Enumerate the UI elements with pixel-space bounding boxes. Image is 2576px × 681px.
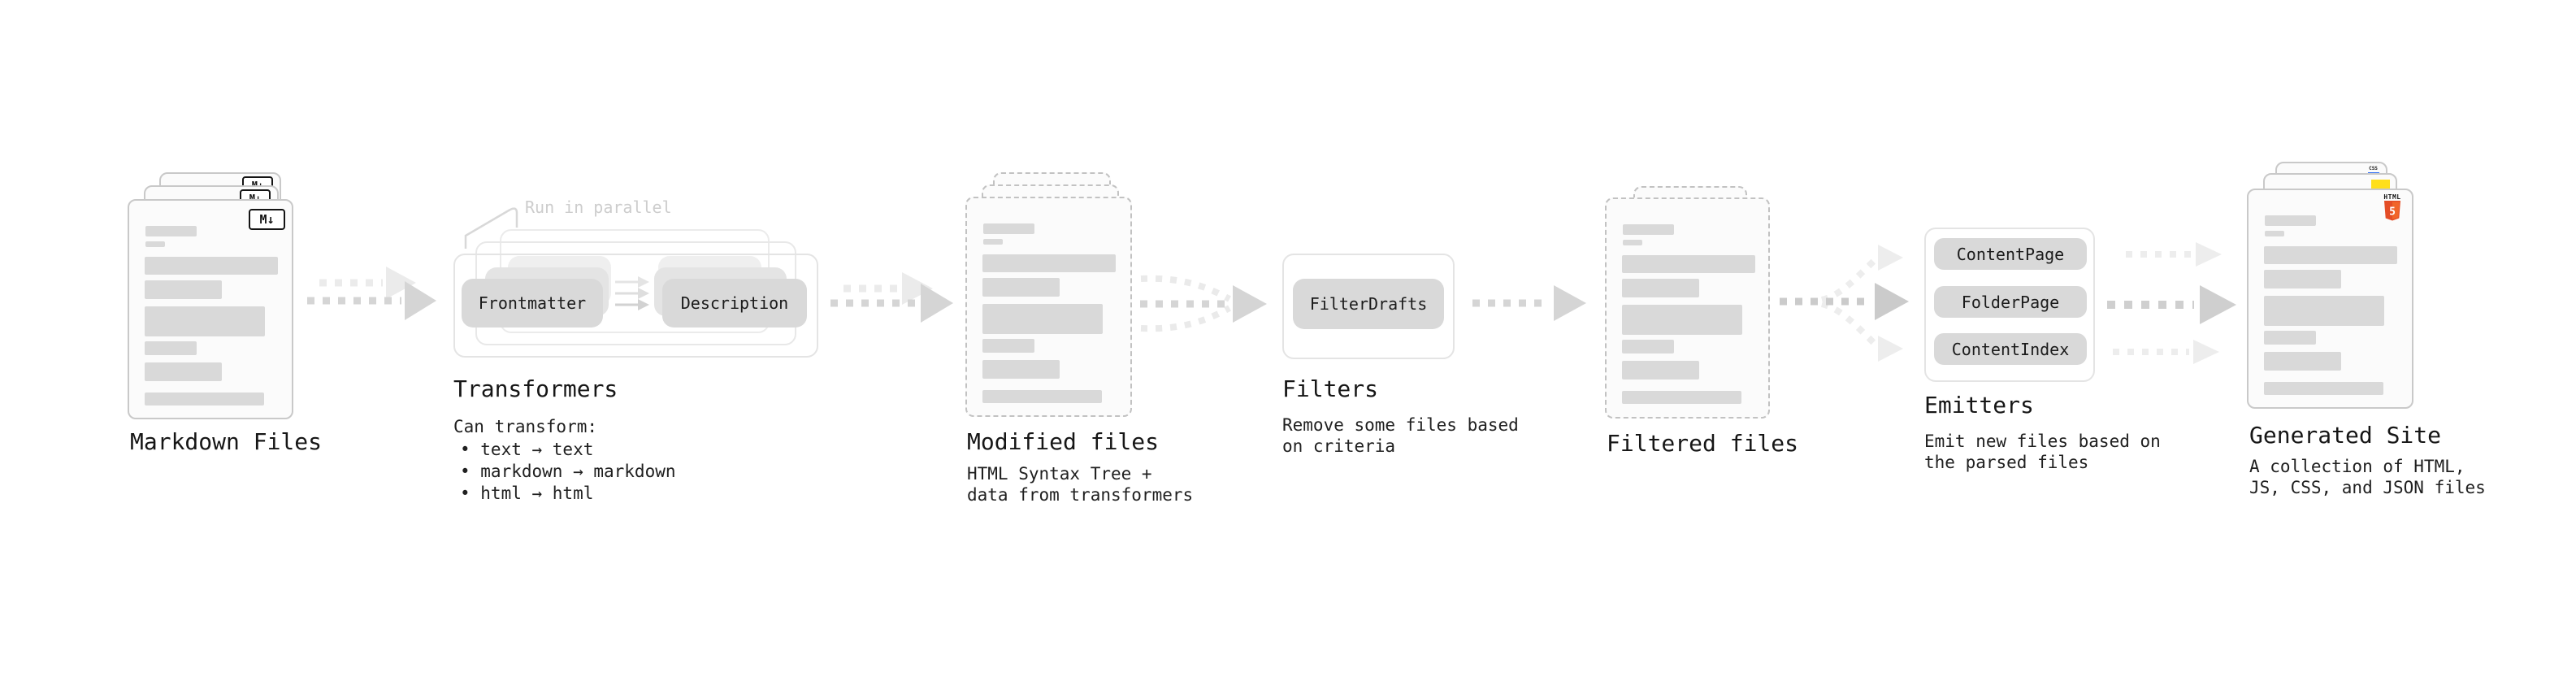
doc-card-front: M↓	[128, 199, 293, 419]
run-in-parallel-callout-line	[464, 207, 518, 249]
filters-desc: Remove some files based	[1282, 415, 1519, 435]
doc-placeholder-bar	[145, 226, 197, 236]
filters-desc: on criteria	[1282, 436, 1396, 456]
doc-placeholder-bar	[1623, 224, 1674, 235]
doc-placeholder-bar	[145, 306, 265, 336]
transformers-bullet: • html → html	[460, 484, 594, 503]
doc-placeholder-bar	[145, 393, 264, 406]
modified-files-desc: data from transformers	[967, 485, 1194, 505]
doc-placeholder-bar	[982, 304, 1103, 334]
doc-placeholder-bar	[145, 362, 222, 381]
doc-placeholder-bar	[1622, 279, 1699, 297]
doc-placeholder-bar	[2264, 331, 2316, 345]
doc-placeholder-bar	[1622, 391, 1741, 404]
pill-to-pill-arrows	[615, 276, 649, 310]
doc-placeholder-bar	[983, 239, 1003, 245]
doc-placeholder-bar	[2265, 215, 2316, 226]
modified-files-desc: HTML Syntax Tree +	[967, 464, 1152, 484]
arrow-markdown-to-transformers	[307, 267, 436, 320]
doc-placeholder-bar	[2264, 270, 2341, 288]
generated-site-desc: A collection of HTML,	[2249, 457, 2465, 476]
doc-placeholder-bar	[1623, 240, 1642, 245]
doc-placeholder-bar	[983, 223, 1034, 234]
arrow-filtered-to-emitters-fanout	[1780, 245, 1909, 362]
emitters-desc: Emit new files based on	[1924, 432, 2161, 451]
javascript-icon	[2371, 180, 2390, 189]
transformers-bullet: • markdown → markdown	[460, 462, 676, 481]
markdown-icon: M↓	[249, 209, 285, 230]
doc-placeholder-bar	[982, 360, 1060, 379]
doc-card-front	[1605, 197, 1770, 419]
contentpage-pill: ContentPage	[1934, 238, 2087, 270]
doc-placeholder-bar	[145, 257, 278, 275]
doc-placeholder-bar	[982, 339, 1034, 353]
transformers-bullet: • text → text	[460, 440, 594, 459]
doc-placeholder-bar	[2264, 296, 2384, 326]
folderpage-pill: FolderPage	[1934, 286, 2087, 318]
description-pill: Description	[662, 279, 807, 327]
doc-placeholder-bar	[2264, 352, 2341, 371]
contentindex-pill: ContentIndex	[1934, 333, 2087, 365]
doc-placeholder-bar	[1622, 255, 1755, 273]
doc-placeholder-bar	[145, 241, 165, 247]
transformers-desc-title: Can transform:	[453, 417, 598, 436]
arrow-emitters-to-site	[2107, 242, 2236, 364]
arrow-modified-to-filters-merge	[1140, 275, 1267, 332]
doc-placeholder-bar	[982, 278, 1060, 297]
doc-card-front: HTML 5	[2247, 189, 2413, 409]
emitters-desc: the parsed files	[1924, 453, 2089, 472]
doc-placeholder-bar	[1622, 340, 1674, 354]
modified-files-label: Modified files	[967, 428, 1160, 455]
svg-text:5: 5	[2389, 206, 2396, 219]
arrow-transformers-to-modified	[830, 272, 953, 323]
filterdrafts-pill: FilterDrafts	[1293, 279, 1444, 329]
markdown-files-label: Markdown Files	[130, 428, 323, 455]
run-in-parallel-label: Run in parallel	[525, 197, 672, 217]
frontmatter-pill: Frontmatter	[462, 279, 603, 327]
html5-icon: HTML 5	[2383, 193, 2401, 222]
doc-placeholder-bar	[2264, 246, 2397, 264]
doc-placeholder-bar	[982, 390, 1102, 403]
arrow-filters-to-filtered	[1472, 285, 1586, 321]
transformer-run-box-front	[453, 254, 818, 358]
doc-placeholder-bar	[1622, 361, 1699, 380]
doc-placeholder-bar	[982, 254, 1116, 272]
doc-placeholder-bar	[145, 341, 197, 355]
filtered-files-label: Filtered files	[1607, 430, 1799, 457]
generated-site-desc: JS, CSS, and JSON files	[2249, 478, 2486, 497]
doc-card-front	[965, 197, 1132, 417]
doc-placeholder-bar	[2265, 231, 2284, 236]
doc-placeholder-bar	[1622, 305, 1742, 335]
generated-site-label: Generated Site	[2249, 422, 2442, 449]
filters-label: Filters	[1282, 375, 1379, 402]
doc-placeholder-bar	[145, 280, 222, 299]
transformers-label: Transformers	[453, 375, 618, 402]
doc-placeholder-bar	[2264, 382, 2383, 395]
emitters-label: Emitters	[1924, 392, 2034, 419]
